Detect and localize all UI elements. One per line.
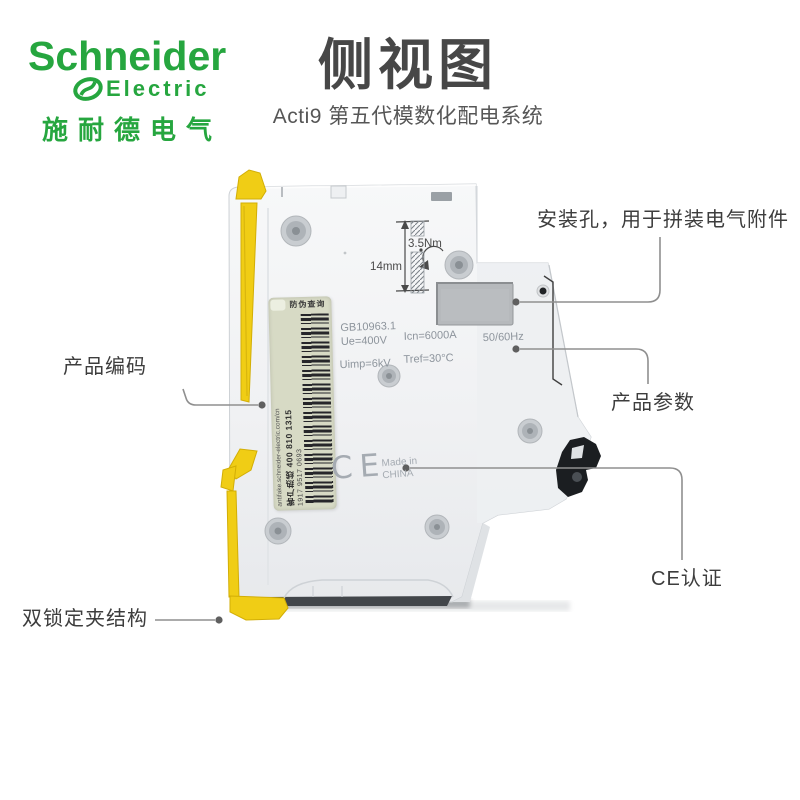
logo-chinese-name: 施耐德电气 <box>42 115 223 145</box>
hatch-bar-bottom <box>410 251 425 294</box>
barcode <box>300 313 334 504</box>
top-slot <box>431 192 452 201</box>
marking-icn: Icn=6000A <box>404 329 458 343</box>
mounting-window-inner <box>441 289 509 321</box>
marking-standard: GB10963.1 <box>340 320 396 334</box>
product-markings: GB10963.1 Ue=400V Uimp=6kV Icn=6000A Tre… <box>339 320 524 371</box>
dot-product-code <box>258 401 266 409</box>
screw-recesses <box>264 215 543 545</box>
line-mounting-hole <box>520 237 661 303</box>
page-title: 侧视图 <box>317 34 498 96</box>
callout-product-code: 产品编码 <box>63 356 147 378</box>
line-product-params <box>520 348 649 384</box>
mounting-window-shadow <box>436 282 513 325</box>
body-bottom-right-shade <box>452 523 490 602</box>
title-block: 侧视图 Acti9 第五代模数化配电系统 <box>248 34 568 130</box>
marking-freq: 50/60Hz <box>483 331 524 344</box>
yellow-clip-prong-b <box>220 465 237 492</box>
callout-double-lock: 双锁定夹结构 <box>22 608 148 630</box>
callout-ce-cert: CE认证 <box>651 568 723 590</box>
made-in-line2: CHINA <box>382 468 414 482</box>
dot-double-lock <box>215 616 223 624</box>
top-notch-box <box>330 185 347 199</box>
callout-lines <box>155 237 683 621</box>
latch-hook-notch <box>571 445 584 459</box>
depth-label: 14mm <box>370 261 402 273</box>
hatch-bar-top <box>410 220 425 237</box>
skirt-ticks <box>312 586 343 597</box>
callout-dots <box>215 298 520 624</box>
dot-product-params <box>512 345 520 353</box>
hole-span-bracket <box>543 275 563 386</box>
torque-dot <box>419 248 423 252</box>
page-subtitle: Acti9 第五代模数化配电系统 <box>272 105 544 129</box>
pin-hole <box>343 251 347 255</box>
marking-tref: Tref=30°C <box>403 352 454 366</box>
schneider-emblem-icon <box>73 77 103 101</box>
torque-label: 3.5Nm <box>408 238 442 250</box>
dim-arrow-down <box>401 285 409 293</box>
dimension-labels: 3.5Nm 14mm <box>370 238 442 273</box>
latch-hook-inner <box>572 472 582 482</box>
yellow-top-tab <box>235 169 267 200</box>
marking-ue: Ue=400V <box>341 334 388 348</box>
accessory-hole <box>539 287 547 295</box>
dot-ce-cert <box>402 464 410 472</box>
slant-edge-line <box>548 264 579 418</box>
dot-mounting-hole <box>512 298 520 306</box>
dim-arrow-up <box>401 220 409 229</box>
skirt-arc <box>283 579 454 599</box>
logo-sub-wordmark: Electric <box>106 76 210 101</box>
line-ce-cert <box>410 467 683 560</box>
security-label: 防伪查询 antifake.schneider-electric.com/cn … <box>268 296 337 511</box>
schneider-logo: Schneider Electric 施耐德电气 <box>28 36 226 147</box>
ce-mark-print: CE <box>329 447 388 487</box>
line-product-code <box>182 388 258 406</box>
callout-mounting-hole: 安装孔，用于拼装电气附件 <box>537 209 789 231</box>
made-in-print: Made in CHINA <box>381 456 418 482</box>
callout-product-params: 产品参数 <box>611 392 695 414</box>
yellow-clip-foot <box>229 595 289 621</box>
logo-wordmark: Schneider <box>28 33 227 79</box>
yellow-wedge-line <box>243 205 248 397</box>
top-edge-highlight <box>237 184 477 189</box>
latch-hook <box>556 437 601 497</box>
marking-uimp: Uimp=6kV <box>339 357 391 371</box>
bottom-dark-strip <box>262 596 452 606</box>
